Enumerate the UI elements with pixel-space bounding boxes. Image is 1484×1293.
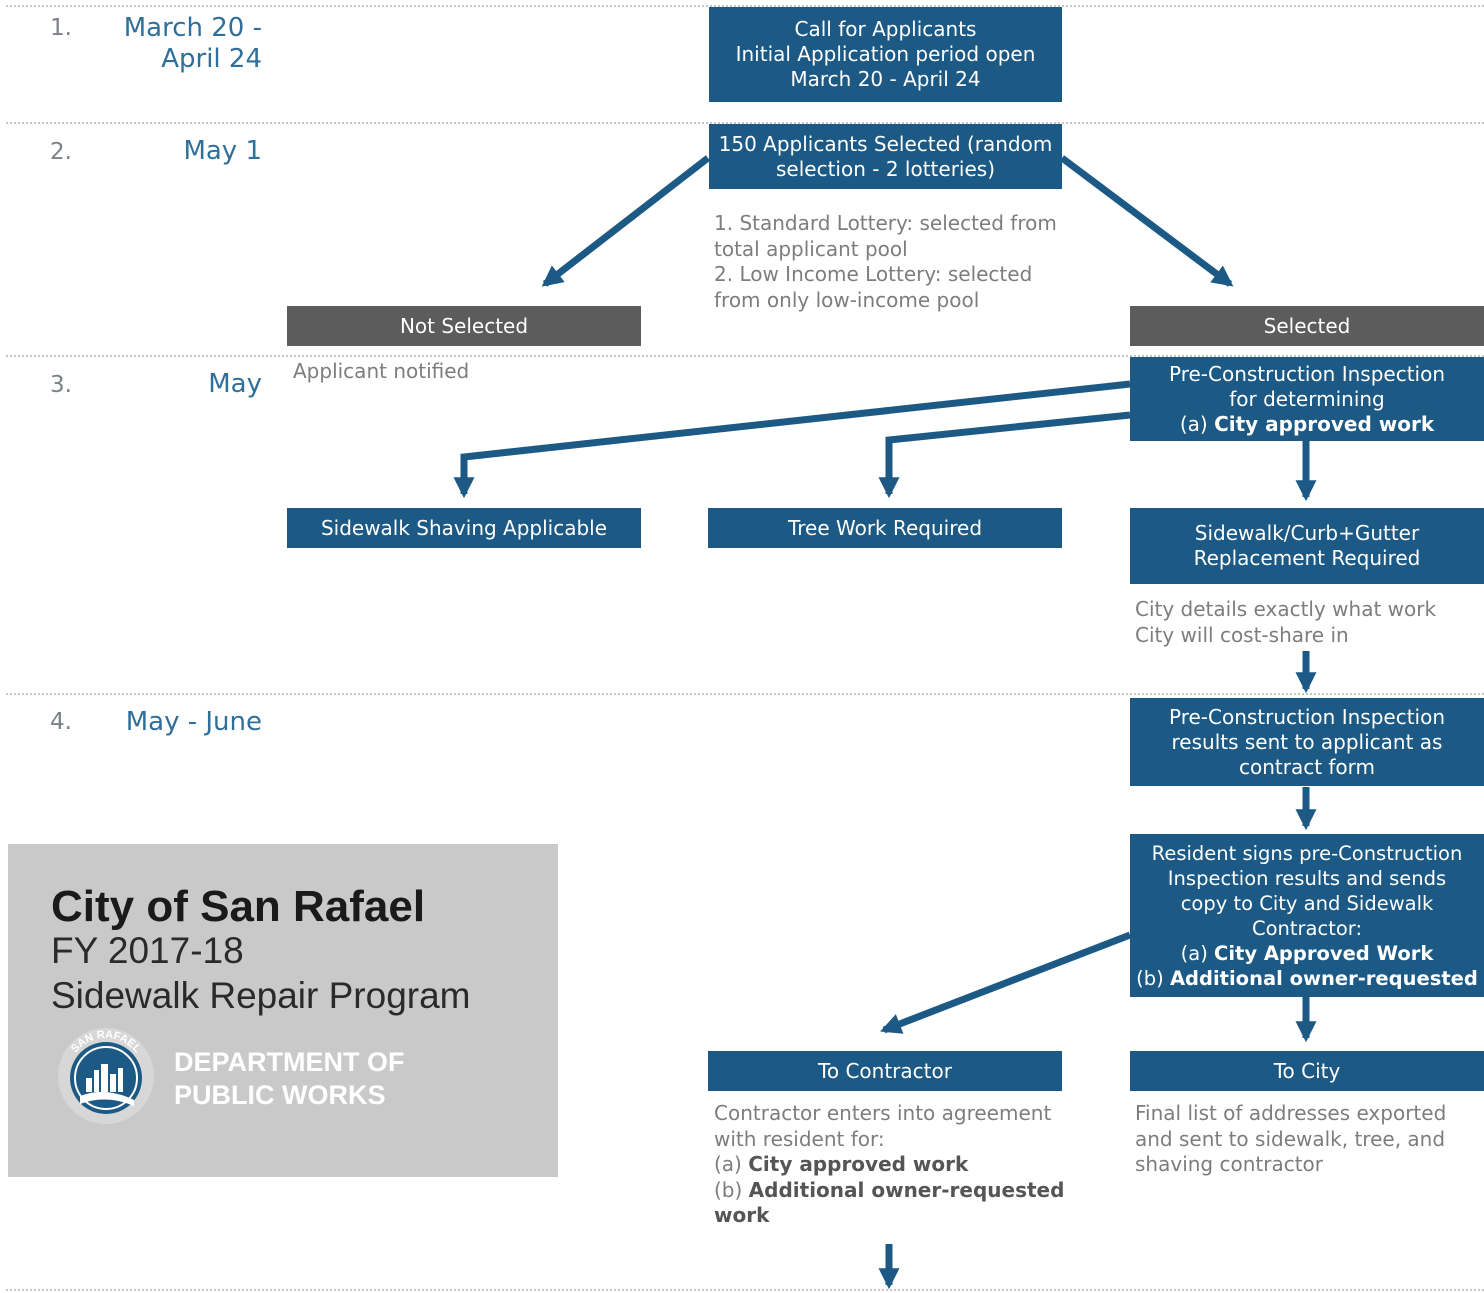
dept-line: DEPARTMENT OF [174, 1047, 405, 1077]
row-separator [6, 1289, 1484, 1291]
box-line: Replacement Required [1193, 546, 1421, 570]
step-number-1: 1. [50, 15, 72, 41]
box-line: Pre-Construction Inspection [1168, 704, 1445, 729]
item-bold: Additional owner-requested [748, 1177, 1065, 1202]
arrow-to-tree [878, 411, 1131, 499]
box-line: (a) City Approved Work [1181, 941, 1434, 966]
box-line: (b) Additional owner-requested [1136, 966, 1478, 991]
date-line: May - June [125, 707, 262, 737]
box-line: 150 Applicants Selected (random [718, 131, 1053, 156]
item-prefix: (b) [1136, 966, 1170, 990]
box-line: results sent to applicant as [1171, 729, 1443, 754]
note-line: Final list of addresses exported [1135, 1101, 1447, 1125]
note-line: work [714, 1203, 1064, 1229]
item-prefix: (a) [1179, 411, 1215, 436]
item-prefix: (b) [714, 1177, 749, 1202]
date-line: March 20 - [123, 13, 262, 43]
step-number-2: 2. [50, 139, 72, 165]
tree-work-box: Tree Work Required [708, 508, 1062, 548]
step-number-3: 3. [50, 372, 72, 398]
note-line: 2. Low Income Lottery: selected [714, 262, 1033, 286]
not-selected-box: Not Selected [287, 306, 641, 346]
date-line: May [208, 369, 262, 399]
note-line: City details exactly what work [1135, 597, 1437, 621]
box-line: Call for Applicants [794, 17, 977, 41]
note-line: shaving contractor [1135, 1152, 1323, 1176]
row-separator [6, 5, 1484, 7]
box-line: contract form [1238, 754, 1376, 779]
box-line: Inspection results and sends [1167, 866, 1447, 890]
note-line: City will cost-share in [1135, 622, 1349, 647]
box-line: Sidewalk/Curb+Gutter [1194, 521, 1420, 545]
box-line: Initial Application period open [735, 42, 1036, 66]
note-line: total applicant pool [714, 236, 908, 261]
date-line: May 1 [183, 136, 262, 166]
item-prefix: (a) [1180, 941, 1215, 965]
to-contractor-box: To Contractor [708, 1051, 1062, 1091]
arrow-to-selected [1059, 155, 1234, 287]
selected-box: Selected [1130, 306, 1484, 346]
pre-construction-inspection-box: Pre-Construction Inspection for determin… [1130, 357, 1484, 441]
brand-program: Sidewalk Repair Program [51, 975, 471, 1016]
brand-fiscal-year: FY 2017-18 [51, 930, 244, 971]
step-number-4: 4. [50, 709, 72, 735]
row-separator [6, 355, 1484, 357]
note-line: (a) City approved work [714, 1152, 1064, 1178]
item-bold: Additional owner-requested [1169, 966, 1478, 990]
box-line: Pre-Construction Inspection [1168, 361, 1445, 386]
applicant-notified-note: Applicant notified [293, 359, 470, 383]
final-list-note: Final list of addresses exported and sen… [1135, 1101, 1446, 1178]
row-separator [6, 122, 1484, 124]
item-prefix: (a) [714, 1152, 749, 1176]
note-line: and sent to sidewalk, tree, and [1135, 1126, 1446, 1151]
step-date-1: March 20 - April 24 [124, 13, 262, 75]
to-city-box: To City [1130, 1051, 1484, 1091]
sidewalk-shaving-box: Sidewalk Shaving Applicable [287, 508, 641, 548]
contractor-agreement-note: Contractor enters into agreement with re… [714, 1101, 1064, 1229]
step-date-3: May [208, 369, 262, 400]
inspection-results-box: Pre-Construction Inspection results sent… [1130, 698, 1484, 786]
box-line: selection - 2 lotteries) [776, 156, 995, 181]
item-bold: City approved work [1214, 411, 1435, 436]
row-separator [6, 693, 1484, 695]
arrow-to-shaving [453, 380, 1131, 499]
department-name: DEPARTMENT OF PUBLIC WORKS [174, 1046, 405, 1112]
step-date-2: May 1 [183, 136, 262, 167]
note-line: Contractor enters into agreement [714, 1101, 1052, 1125]
box-line: copy to City and Sidewalk [1180, 891, 1434, 915]
brand-title: City of San Rafael [51, 882, 426, 931]
call-for-applicants-box: Call for Applicants Initial Application … [709, 7, 1062, 102]
arrow-to-contractor [880, 931, 1132, 1034]
box-line: for determining [1229, 386, 1385, 411]
box-line: (a) City approved work [1180, 412, 1434, 437]
note-line: from only low-income pool [714, 287, 980, 312]
date-line: April 24 [161, 44, 262, 74]
arrow-to-not-selected [541, 155, 711, 287]
box-line: March 20 - April 24 [790, 67, 981, 91]
item-bold: City Approved Work [1214, 941, 1434, 965]
lottery-note: 1. Standard Lottery: selected from total… [714, 211, 1057, 313]
city-seal-icon: SAN RAFAEL [58, 1028, 154, 1124]
applicants-selected-box: 150 Applicants Selected (random selectio… [709, 124, 1062, 189]
city-details-note: City details exactly what work City will… [1135, 597, 1436, 648]
note-line: with resident for: [714, 1126, 885, 1151]
note-line: 1. Standard Lottery: selected from [714, 211, 1057, 235]
branding-panel: City of San Rafael FY 2017-18 Sidewalk R… [8, 844, 558, 1177]
box-line: Resident signs pre-Construction [1151, 841, 1463, 865]
note-line: (b) Additional owner-requested [714, 1178, 1064, 1204]
step-date-4: May - June [126, 707, 262, 738]
item-bold: work [714, 1203, 770, 1227]
replacement-required-box: Sidewalk/Curb+Gutter Replacement Require… [1130, 508, 1484, 584]
item-bold: City approved work [748, 1152, 969, 1176]
box-line: Contractor: [1251, 916, 1363, 940]
resident-signs-box: Resident signs pre-Construction Inspecti… [1130, 834, 1484, 997]
dept-line: PUBLIC WORKS [174, 1080, 386, 1110]
